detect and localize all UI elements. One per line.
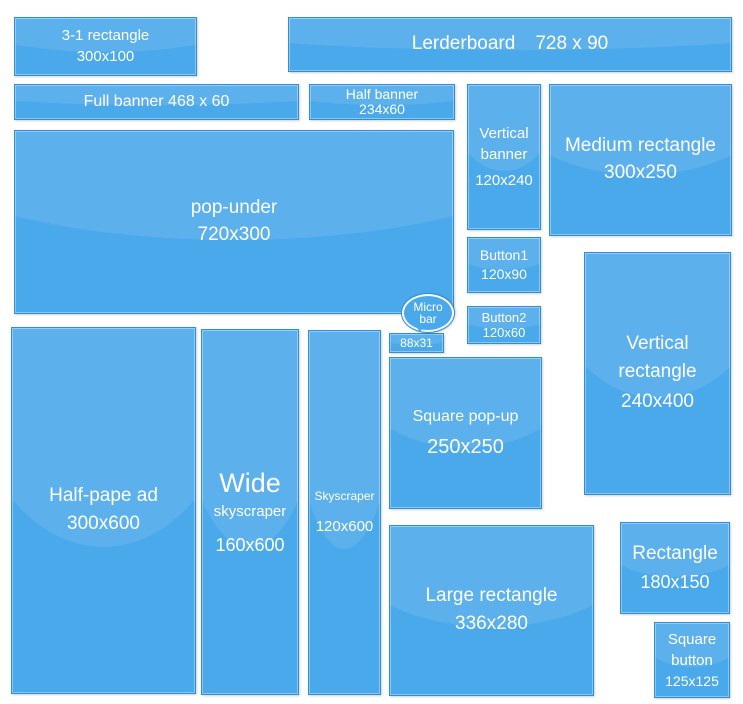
ad-name: Skyscraper xyxy=(314,489,375,504)
micro-bar-callout: Micro bar xyxy=(402,294,454,332)
ad-button2: Button2 120x60 xyxy=(467,306,541,344)
ad-name-line1: Vertical xyxy=(479,124,529,142)
ad-size: 336x280 xyxy=(455,613,528,634)
ad-large-rectangle: Large rectangle 336x280 xyxy=(389,525,594,696)
ad-name: Rectangle xyxy=(632,542,718,564)
ad-name: pop-under xyxy=(190,197,278,219)
ad-half-banner: Half banner 234x60 xyxy=(309,84,455,120)
ad-size: 300x250 xyxy=(604,162,677,183)
ad-size: 240x400 xyxy=(621,391,694,413)
ad-name: Button2 xyxy=(481,309,527,325)
ad-size: 160x600 xyxy=(215,535,285,556)
ad-size: 120x90 xyxy=(481,266,527,282)
ad-full-banner: Full banner 468 x 60 xyxy=(14,84,299,120)
ad-name-line1: Wide xyxy=(219,468,281,498)
ad-size: 120x240 xyxy=(475,171,533,189)
ad-size: 88x31 xyxy=(400,335,433,350)
ad-name: Medium rectangle xyxy=(564,135,717,157)
ad-name: Large rectangle xyxy=(425,585,558,607)
ad-size: 120x600 xyxy=(315,517,374,535)
ad-name: Button1 xyxy=(479,247,529,264)
ad-wide-skyscraper: Wide skyscraper 160x600 xyxy=(201,329,299,695)
ad-medium-rectangle: Medium rectangle 300x250 xyxy=(549,84,732,236)
ad-micro-bar: 88x31 xyxy=(389,333,444,353)
ad-button1: Button1 120x90 xyxy=(467,237,541,293)
ad-name: Half-pape ad xyxy=(49,485,158,507)
ad-name: 3-1 rectangle xyxy=(61,27,150,44)
ad-name-line1: Vertical xyxy=(626,332,689,354)
ad-name-line1: Square xyxy=(667,630,717,648)
callout-tail xyxy=(414,324,426,332)
ad-square-pop-up: Square pop-up 250x250 xyxy=(389,357,542,509)
ad-size: 125x125 xyxy=(665,672,719,689)
ad-skyscraper: Skyscraper 120x600 xyxy=(308,330,381,695)
ad-rectangle: Rectangle 180x150 xyxy=(620,522,730,614)
ad-half-page: Half-pape ad 300x600 xyxy=(11,327,196,694)
ad-3-1-rectangle: 3-1 rectangle 300x100 xyxy=(14,17,197,76)
ad-name-line2: button xyxy=(671,651,713,669)
ad-name-line2: skyscraper xyxy=(213,503,287,521)
ad-name: Square pop-up xyxy=(412,408,519,426)
callout-line2: bar xyxy=(419,312,437,326)
ad-name-line2: rectangle xyxy=(618,360,697,382)
ad-size: 250x250 xyxy=(427,435,504,458)
ad-square-button: Square button 125x125 xyxy=(654,622,730,698)
ad-size: 120x60 xyxy=(482,324,526,340)
ad-size: 300x100 xyxy=(76,48,135,65)
ad-vertical-banner: Vertical banner 120x240 xyxy=(467,84,541,230)
ad-name-line2: banner xyxy=(480,145,528,163)
ad-leaderboard: Lerderboard 728 x 90 xyxy=(288,17,732,72)
ad-pop-under: pop-under 720x300 xyxy=(14,130,454,314)
ad-label: Full banner 468 x 60 xyxy=(83,93,230,111)
ad-vertical-rectangle: Vertical rectangle 240x400 xyxy=(584,252,731,495)
ad-size: 728 x 90 xyxy=(535,33,609,55)
ad-size: 180x150 xyxy=(640,571,710,592)
ad-name: Lerderboard xyxy=(411,33,516,55)
ad-size: 720x300 xyxy=(197,224,271,245)
ad-name: Half banner xyxy=(345,86,419,102)
ad-size: 300x600 xyxy=(67,513,140,534)
ad-size: 234x60 xyxy=(359,101,405,117)
callout-line1: Micro xyxy=(413,300,443,314)
